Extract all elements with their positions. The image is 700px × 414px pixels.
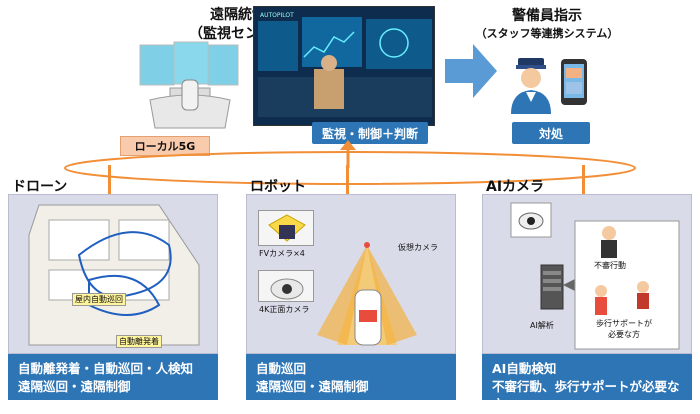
ai-analysis-label: AI解析 xyxy=(530,321,554,330)
monitor-control-label: 監視・制御＋判断 xyxy=(312,122,428,144)
screen-brand-text: AUTOPILOT xyxy=(260,12,294,19)
drone-panel xyxy=(8,194,218,354)
aicamera-caption-line2: 不審行動、歩行サポートが必要な方 xyxy=(492,379,680,412)
guard-subtitle: （スタッフ等連携システム） xyxy=(475,27,619,40)
walking-assist-line2: 必要な方 xyxy=(608,330,640,339)
walking-assist-line1: 歩行サポートが xyxy=(596,319,652,328)
up-arrow-icon xyxy=(338,140,358,168)
drone-title: ドローン xyxy=(12,179,68,195)
guard-title: 警備員指示 xyxy=(512,8,582,24)
robot-caption: 自動巡回 遠隔巡回・遠隔制御 xyxy=(246,354,456,400)
suspicious-label: 不審行動 xyxy=(594,261,626,270)
cockpit-illustration xyxy=(130,40,250,135)
virtual-camera-label: 仮想カメラ xyxy=(398,243,438,252)
aicamera-caption: AI自動検知 不審行動、歩行サポートが必要な方 xyxy=(482,354,692,412)
connector-drone xyxy=(108,165,111,195)
front-camera-image xyxy=(258,270,314,302)
aicamera-caption-line1: AI自動検知 xyxy=(492,361,557,376)
robot-title: ロボット xyxy=(250,179,306,195)
robot-caption-line1: 自動巡回 xyxy=(256,361,307,376)
front-camera-label: 4K正面カメラ xyxy=(259,305,310,314)
network-ellipse xyxy=(60,148,640,188)
right-arrow-icon xyxy=(445,42,497,100)
fv-camera-image xyxy=(258,210,314,246)
drone-caption-line2: 遠隔巡回・遠隔制御 xyxy=(18,379,131,394)
walking-assist-label: 歩行サポートが 必要な方 xyxy=(596,318,652,340)
fv-camera-label: FVカメラ×4 xyxy=(259,249,305,258)
aicamera-panel xyxy=(482,194,692,354)
local5g-label: ローカル5G xyxy=(120,136,210,156)
connector-robot xyxy=(346,165,349,195)
smartphone-icon xyxy=(560,58,588,106)
drone-tag-indoor: 屋内自動巡回 xyxy=(72,293,126,306)
guard-instruction-title: 警備員指示 （スタッフ等連携システム） xyxy=(472,6,622,42)
robot-caption-line2: 遠隔巡回・遠隔制御 xyxy=(256,379,369,394)
floor-map-illustration xyxy=(28,204,200,346)
control-room-photo: AUTOPILOT xyxy=(253,6,435,126)
drone-tag-takeoff: 自動離発着 xyxy=(116,335,162,348)
drone-caption-line1: 自動離発着・自動巡回・人検知 xyxy=(18,361,194,376)
response-label: 対処 xyxy=(512,122,590,144)
security-guard-icon xyxy=(508,56,554,114)
connector-aicamera xyxy=(582,165,585,195)
drone-caption: 自動離発着・自動巡回・人検知 遠隔巡回・遠隔制御 xyxy=(8,354,218,400)
aicamera-title: AIカメラ xyxy=(486,179,545,195)
